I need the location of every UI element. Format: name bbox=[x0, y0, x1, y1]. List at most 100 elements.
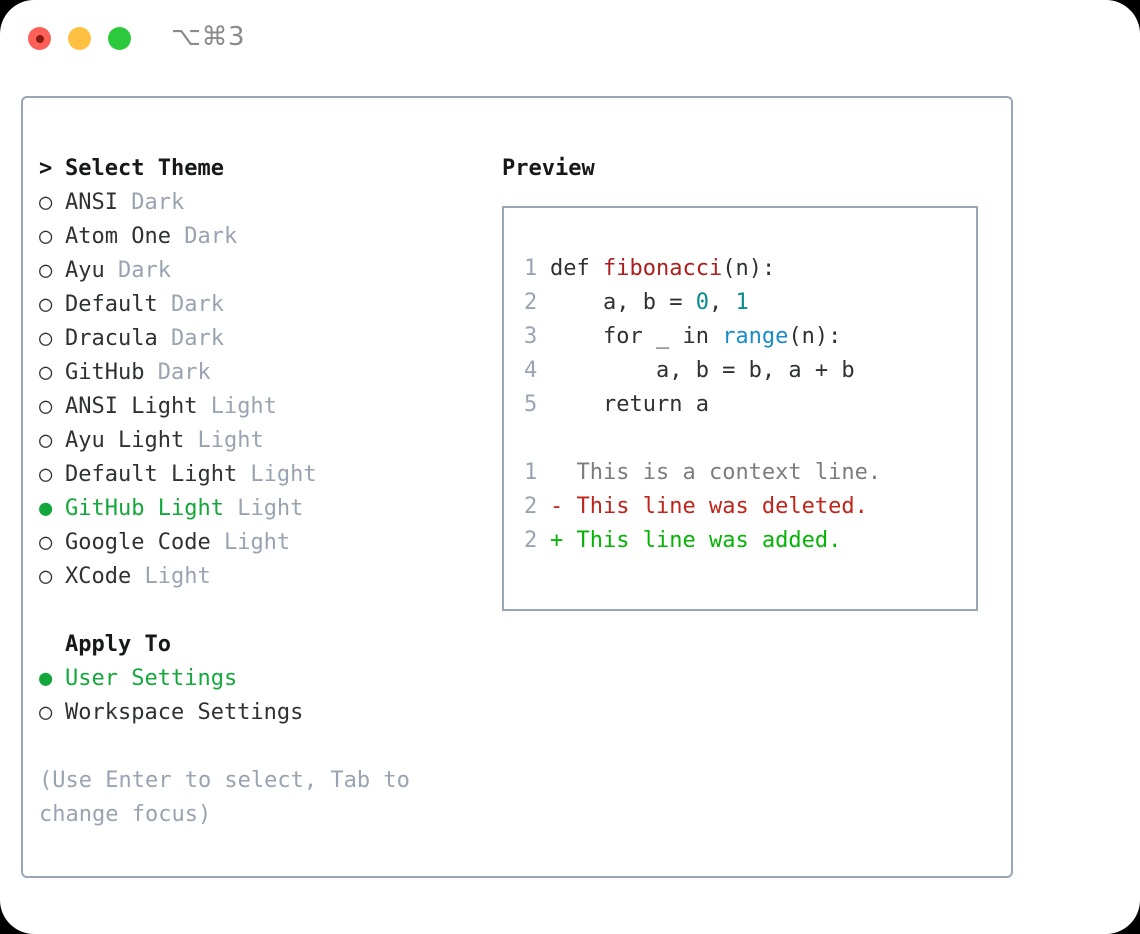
radio-selected-icon: ● bbox=[39, 666, 53, 691]
theme-list-item[interactable]: ○ GitHub Dark bbox=[39, 356, 479, 390]
code-token: 0 bbox=[695, 290, 709, 315]
select-theme-heading: > Select Theme bbox=[39, 152, 479, 186]
radio-unselected-icon: ○ bbox=[39, 258, 53, 283]
minimize-button[interactable] bbox=[68, 27, 91, 50]
theme-list-item[interactable]: ○ Google Code Light bbox=[39, 526, 479, 560]
radio-unselected-icon: ○ bbox=[39, 326, 53, 351]
theme-list-item[interactable]: ○Atom One Dark bbox=[39, 220, 479, 254]
theme-list-item[interactable]: ○ Ayu Dark bbox=[39, 254, 479, 288]
preview-heading: Preview bbox=[502, 156, 595, 181]
diff-marker: - bbox=[550, 494, 577, 519]
code-line: 2 a, b = 0, 1 bbox=[524, 286, 976, 320]
code-token: a, b = bbox=[550, 290, 696, 315]
radio-unselected-icon: ○ bbox=[39, 428, 53, 453]
theme-list-item[interactable]: ○ Dracula Dark bbox=[39, 322, 479, 356]
line-number: 4 bbox=[524, 358, 538, 383]
preview-spacer bbox=[524, 422, 976, 456]
theme-list: ○ANSI Dark○Atom One Dark○Ayu Dark○Defaul… bbox=[39, 186, 479, 594]
diff-sample: 1 This is a context line. 2- This line wa… bbox=[524, 456, 976, 558]
code-token: def bbox=[550, 256, 603, 281]
theme-mode-tag: Dark bbox=[157, 326, 224, 351]
theme-list-item[interactable]: ○Default Dark bbox=[39, 288, 479, 322]
line-number: 5 bbox=[524, 392, 538, 417]
theme-list-item[interactable]: ○ ANSI Light Light bbox=[39, 390, 479, 424]
code-token: fibonacci bbox=[602, 256, 723, 281]
code-token: 1 bbox=[735, 290, 749, 315]
line-number: 2 bbox=[524, 528, 538, 553]
theme-mode-tag: Dark bbox=[104, 258, 171, 283]
radio-unselected-icon: ○ bbox=[39, 394, 53, 419]
line-number: 1 bbox=[524, 460, 538, 485]
apply-to-option-label: User Settings bbox=[65, 666, 238, 691]
theme-list-item[interactable]: ○XCode Light bbox=[39, 560, 479, 594]
radio-unselected-icon: ○ bbox=[39, 292, 53, 317]
theme-mode-tag: Dark bbox=[144, 360, 211, 385]
diff-marker: + bbox=[550, 528, 577, 553]
theme-mode-tag: Light bbox=[197, 394, 277, 419]
theme-mode-tag: Light bbox=[223, 496, 304, 521]
close-button[interactable] bbox=[28, 27, 51, 50]
line-number: 2 bbox=[524, 494, 538, 519]
diff-line: 2- This line was deleted. bbox=[524, 490, 976, 524]
apply-to-option-label: Workspace Settings bbox=[65, 700, 304, 725]
diff-text: This is a context line. bbox=[576, 460, 882, 485]
theme-name: Ayu Light bbox=[65, 428, 185, 453]
theme-selection-column: > Select Theme ○ANSI Dark○Atom One Dark○… bbox=[39, 152, 479, 832]
radio-unselected-icon: ○ bbox=[39, 700, 53, 725]
theme-list-item[interactable]: ○ANSI Dark bbox=[39, 186, 479, 220]
title-bar: ⌥⌘3 bbox=[0, 0, 1140, 78]
theme-name: Dracula bbox=[65, 326, 158, 351]
code-line: 5 return a bbox=[524, 388, 976, 422]
theme-mode-tag: Dark bbox=[157, 292, 224, 317]
theme-list-item[interactable]: ○ Default Light Light bbox=[39, 458, 479, 492]
theme-mode-tag: Light bbox=[237, 462, 317, 487]
radio-unselected-icon: ○ bbox=[39, 360, 53, 385]
code-token: a, b = b, a + b bbox=[550, 358, 855, 383]
caret-prompt-icon: > bbox=[39, 156, 66, 181]
theme-list-item[interactable]: ○ Ayu Light Light bbox=[39, 424, 479, 458]
code-token: range bbox=[722, 324, 789, 349]
maximize-button[interactable] bbox=[108, 27, 131, 50]
theme-name: XCode bbox=[65, 564, 132, 589]
theme-name: ANSI bbox=[65, 190, 118, 215]
theme-name: Google Code bbox=[65, 530, 211, 555]
radio-unselected-icon: ○ bbox=[39, 462, 53, 487]
apply-to-option[interactable]: ○ Workspace Settings bbox=[39, 696, 479, 730]
code-line: 4 a, b = b, a + b bbox=[524, 354, 976, 388]
apply-to-options: ● User Settings ○ Workspace Settings bbox=[39, 662, 479, 730]
radio-unselected-icon: ○ bbox=[39, 530, 53, 555]
shortcut-label: ⌥⌘3 bbox=[171, 22, 246, 52]
theme-mode-tag: Light bbox=[184, 428, 264, 453]
diff-marker bbox=[550, 460, 577, 485]
diff-line: 2+ This line was added. bbox=[524, 524, 976, 558]
theme-name: Ayu bbox=[65, 258, 105, 283]
code-token: , bbox=[708, 290, 736, 315]
code-token: (n): bbox=[788, 324, 842, 349]
code-line: 3 for _ in range(n): bbox=[524, 320, 976, 354]
theme-mode-tag: Light bbox=[210, 530, 291, 555]
diff-text: This line was deleted. bbox=[576, 494, 868, 519]
radio-selected-icon: ● bbox=[39, 496, 53, 521]
theme-name: ANSI Light bbox=[65, 394, 198, 419]
code-token: for _ in bbox=[550, 324, 723, 349]
code-token: (n): bbox=[722, 256, 776, 281]
radio-unselected-icon: ○ bbox=[39, 564, 53, 589]
radio-unselected-icon: ○ bbox=[39, 190, 53, 215]
line-number: 3 bbox=[524, 324, 538, 349]
radio-unselected-icon: ○ bbox=[39, 224, 53, 249]
apply-to-option[interactable]: ● User Settings bbox=[39, 662, 479, 696]
theme-list-item[interactable]: ●GitHub Light Light bbox=[39, 492, 479, 526]
line-number: 2 bbox=[524, 290, 538, 315]
keyboard-hint: (Use Enter to select, Tab to change focu… bbox=[39, 768, 410, 827]
theme-mode-tag: Dark bbox=[170, 224, 238, 249]
theme-name: Default Light bbox=[65, 462, 238, 487]
apply-to-section: Apply To ●User Settings○Workspace Settin… bbox=[39, 628, 479, 730]
theme-picker-panel: > Select Theme ○ANSI Dark○Atom One Dark○… bbox=[21, 96, 1013, 878]
code-token: return a bbox=[550, 392, 709, 417]
theme-name: GitHub bbox=[65, 360, 145, 385]
